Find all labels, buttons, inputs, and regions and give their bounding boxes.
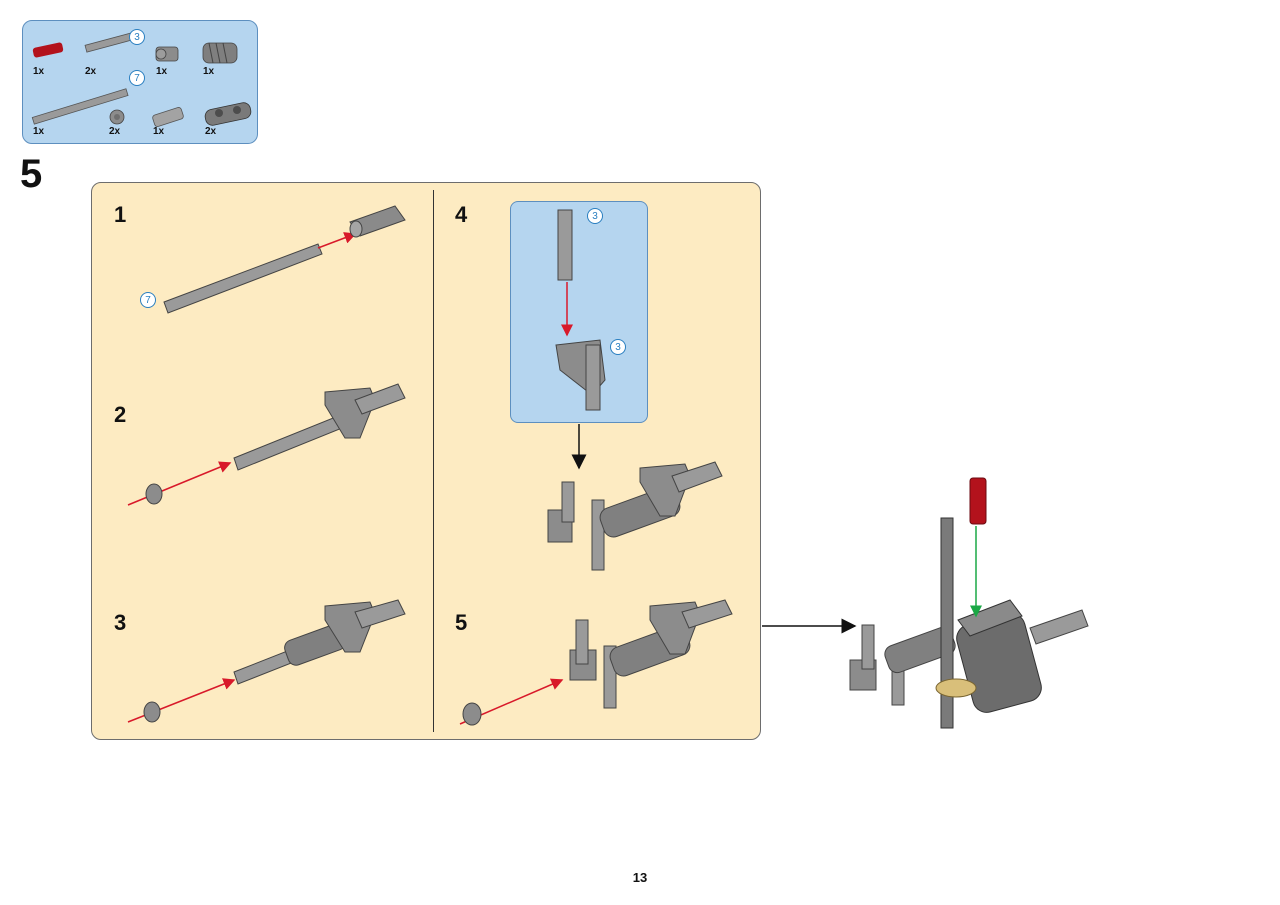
substep-number-2: 2 bbox=[114, 402, 127, 427]
substep-5-illustration bbox=[459, 599, 733, 726]
half-bush-part bbox=[109, 109, 125, 125]
final-assembly-illustration bbox=[849, 477, 1089, 729]
substep-3-illustration bbox=[127, 599, 406, 723]
qty-axle-3: 2x bbox=[85, 66, 97, 77]
qty-red-axle-pin: 1x bbox=[33, 66, 45, 77]
substep-number-3: 3 bbox=[114, 610, 127, 635]
qty-axle-7: 1x bbox=[33, 126, 45, 137]
qty-worm-gear: 1x bbox=[203, 66, 215, 77]
axle-connector-part bbox=[152, 107, 184, 127]
worm-gear-part bbox=[202, 42, 238, 64]
panel-divider bbox=[433, 190, 434, 732]
substep-number-5: 5 bbox=[455, 610, 468, 635]
qty-cross-block: 2x bbox=[205, 126, 217, 137]
qty-bush: 1x bbox=[156, 66, 168, 77]
substep-4-callout bbox=[510, 201, 648, 423]
substep-number-4: 4 bbox=[455, 202, 468, 227]
substep-1-axle-length-badge: 7 bbox=[140, 292, 156, 308]
substep-4-illustration bbox=[547, 461, 723, 571]
substep-number-1: 1 bbox=[114, 202, 127, 227]
qty-axle-connector: 1x bbox=[153, 126, 165, 137]
substep-2-illustration bbox=[127, 383, 406, 506]
substep-1-illustration bbox=[163, 205, 406, 314]
bush-part bbox=[155, 46, 179, 62]
axle-7-part bbox=[31, 88, 129, 125]
cross-block-part bbox=[204, 102, 252, 126]
axle-3-length-badge: 3 bbox=[129, 29, 145, 45]
parts-list-art bbox=[31, 32, 252, 127]
page-number: 13 bbox=[632, 870, 648, 885]
callout-block-length-badge: 3 bbox=[610, 339, 626, 355]
step-number: 5 bbox=[20, 152, 43, 196]
qty-half-bush: 2x bbox=[109, 126, 121, 137]
axle-7-length-badge: 7 bbox=[129, 70, 145, 86]
callout-illustration bbox=[555, 209, 606, 411]
parts-list-box: 1x 2x 3 1x 1x 1x 7 2x 1x 2x bbox=[22, 20, 258, 144]
red-axle-pin-part bbox=[32, 42, 64, 58]
callout-axle-length-badge: 3 bbox=[587, 208, 603, 224]
